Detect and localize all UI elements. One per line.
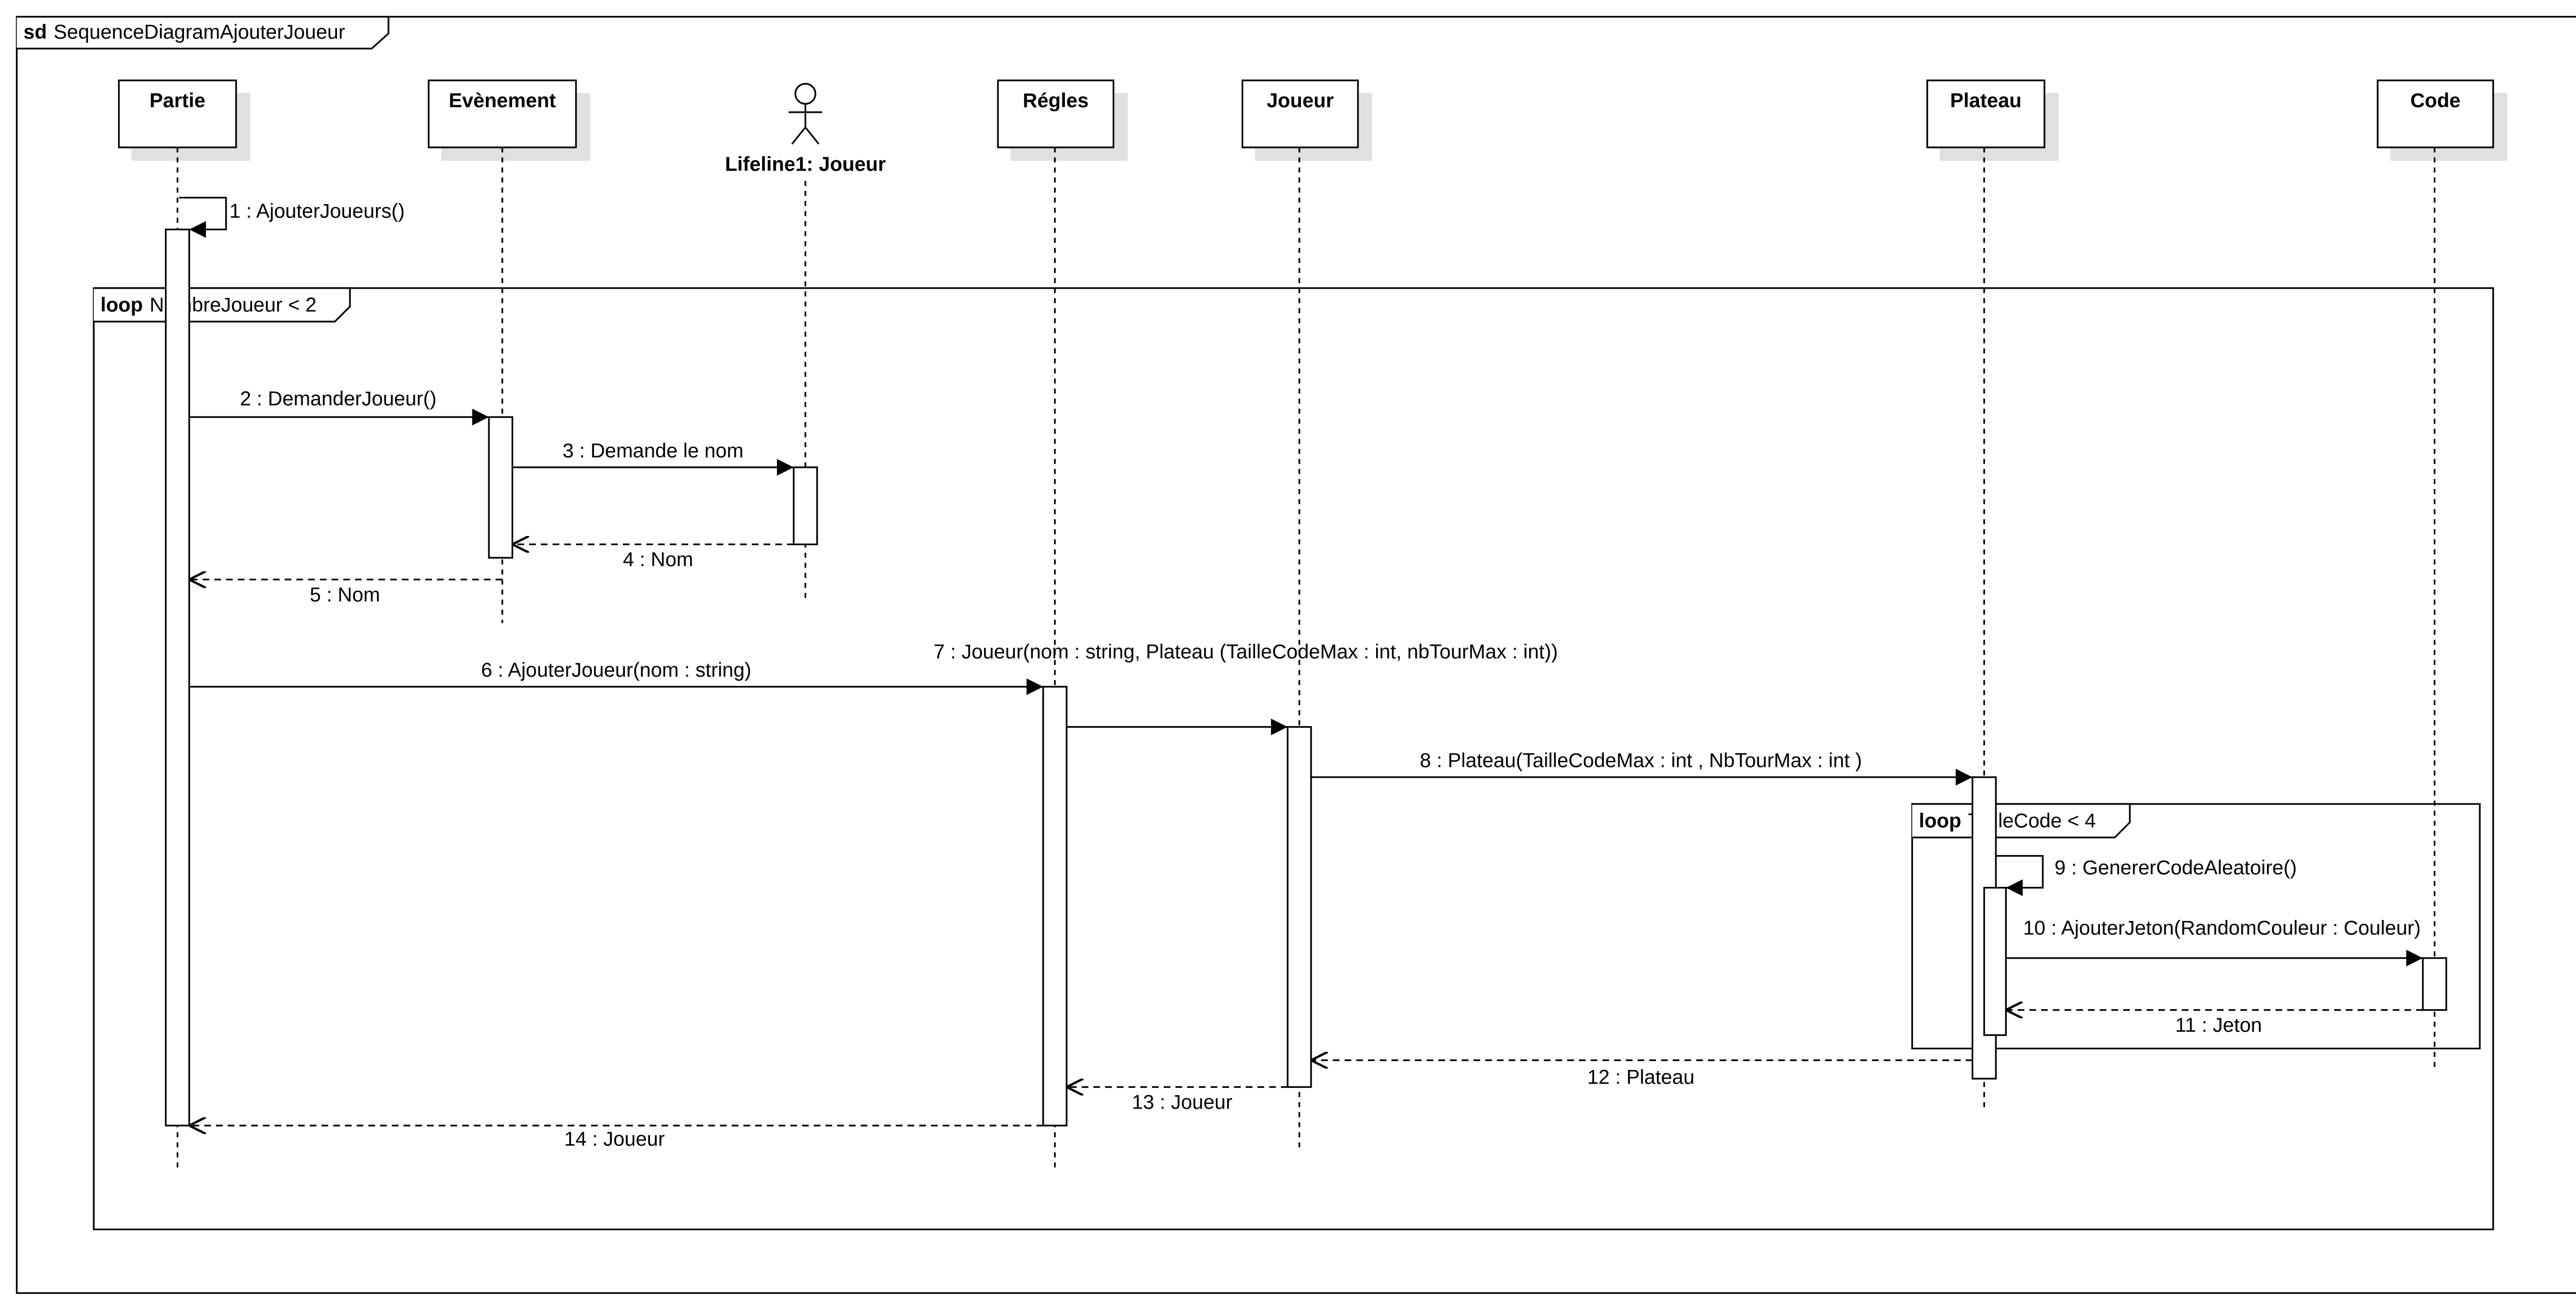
frame-name: SequenceDiagramAjouterJoueur (54, 21, 345, 43)
lifeline-regles: Régles (997, 79, 1114, 148)
sd-frame: sd SequenceDiagramAjouterJoueur (15, 15, 2576, 1294)
message-label-12: 12 : Plateau (1587, 1066, 1694, 1088)
message-label-13: 13 : Joueur (1132, 1092, 1232, 1114)
lifeline-label-regles: Régles (1023, 90, 1089, 112)
activation-code (2422, 957, 2447, 1011)
message-label-10: 10 : AjouterJeton(RandomCouleur : Couleu… (2023, 917, 2421, 940)
lifeline-label-code: Code (2410, 90, 2461, 112)
lifeline-joueur: Joueur (1241, 79, 1359, 148)
message-label-14: 14 : Joueur (564, 1128, 665, 1150)
message-label-1: 1 : AjouterJoueurs() (229, 200, 404, 223)
lifeline-label-partie: Partie (149, 90, 205, 112)
activation-regles (1042, 685, 1067, 1127)
lifeline-plateau: Plateau (1926, 79, 2045, 148)
message-label-2: 2 : DemanderJoueur() (240, 388, 437, 410)
lifeline-code: Code (2377, 79, 2494, 148)
lifeline-label-joueur: Joueur (1267, 90, 1334, 112)
lifeline-evenement: Evènement (428, 79, 577, 148)
message-label-9: 9 : GenererCodeAleatoire() (2055, 857, 2297, 879)
message-label-6: 6 : AjouterJoueur(nom : string) (481, 659, 752, 681)
lifeline-label-evenement: Evènement (449, 90, 556, 112)
activation-bars (165, 228, 2447, 1127)
activation-evenement (488, 416, 514, 559)
activation-partie (165, 228, 190, 1127)
lifeline-label-plateau: Plateau (1950, 90, 2022, 112)
activation-actor (792, 466, 818, 545)
message-label-8: 8 : Plateau(TailleCodeMax : int , NbTour… (1420, 750, 1862, 772)
lifeline-actor: Lifeline1: Joueur (725, 82, 886, 176)
loop-operator-outer: loop (100, 294, 143, 316)
message-arrow-9 (1996, 855, 2044, 896)
message-label-5: 5 : Nom (310, 584, 380, 606)
loop-operator-inner: loop (1919, 810, 1961, 832)
lifeline-label-actor: Lifeline1: Joueur (725, 154, 886, 176)
message-arrow-1 (179, 196, 227, 238)
message-label-4: 4 : Nom (623, 549, 693, 571)
message-label-7: 7 : Joueur(nom : string, Plateau (Taille… (934, 641, 1558, 663)
frame-keyword: sd (24, 21, 47, 43)
activation-joueur (1286, 726, 1312, 1088)
activation-plateau-nested (1983, 886, 2007, 1036)
message-label-11: 11 : Jeton (2175, 1014, 2262, 1036)
message-label-3: 3 : Demande le nom (563, 440, 743, 462)
lifeline-partie: Partie (118, 79, 237, 148)
actor-icon (788, 82, 822, 145)
